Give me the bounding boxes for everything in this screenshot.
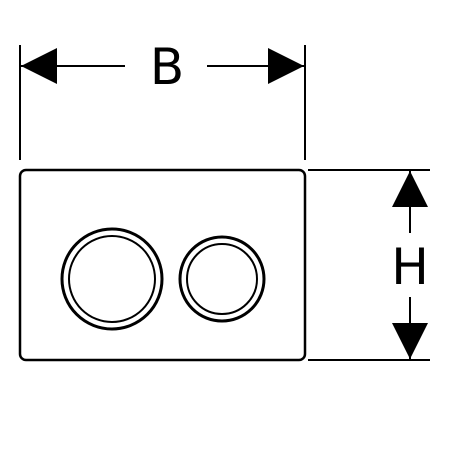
width-label: B [150,38,184,96]
small-flush-button-outer-ring [178,235,266,323]
large-flush-button-inner-ring [68,235,156,323]
large-flush-button-outer-ring [60,227,164,331]
height-label: H [391,238,429,296]
flush-plate-outline [18,168,307,362]
small-flush-button-inner-ring [186,243,258,315]
width-dimension: B [19,38,306,160]
small-flush-button [178,235,266,323]
height-dimension: H [308,169,430,361]
large-flush-button [60,227,164,331]
